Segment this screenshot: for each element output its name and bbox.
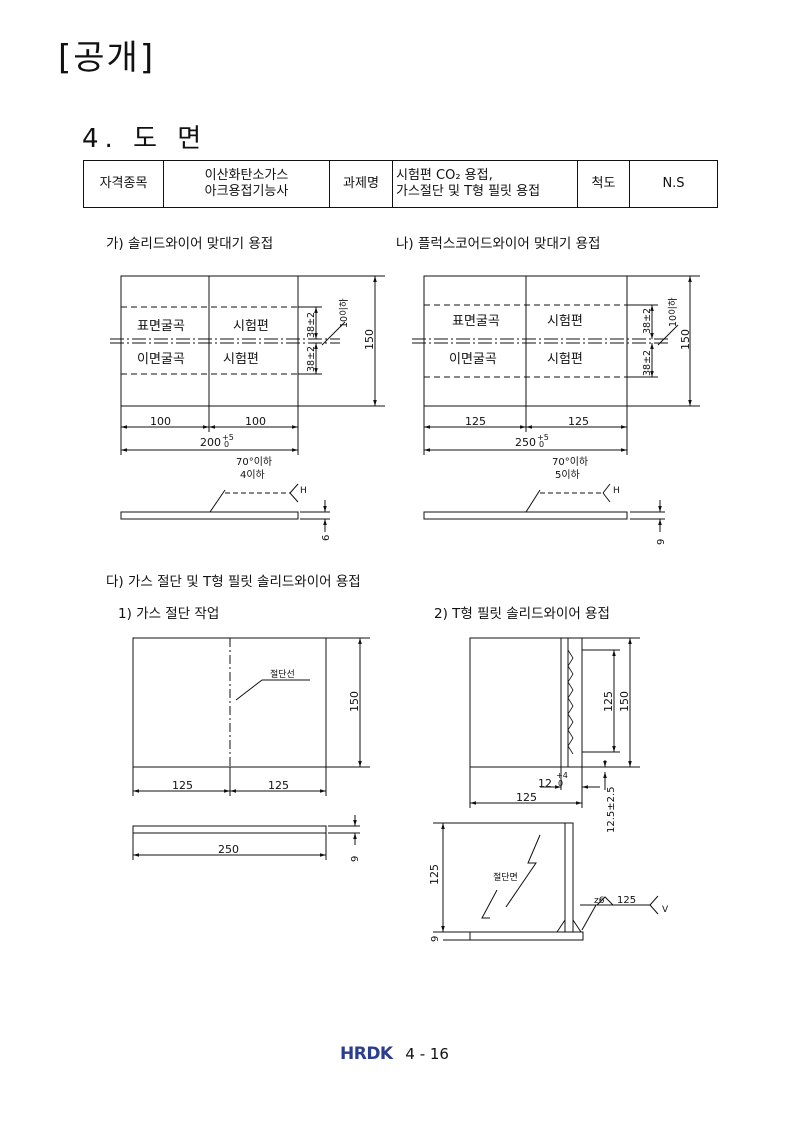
dim-fillet-12-5: 12.5±2.5 (606, 786, 617, 833)
dim-fillet-125-h: 125 (516, 791, 537, 804)
dim-cut-thk: 9 (350, 856, 361, 862)
task-value-line2: 가스절단 및 T형 필릿 용접 (396, 184, 541, 199)
dim-na-38-bot: 38±2 (642, 350, 653, 376)
web-plate-tee (564, 822, 574, 933)
public-label: [공개] (58, 38, 156, 78)
dim-cut-150: 150 (348, 691, 361, 712)
dim-na-root: 5이하 (555, 468, 580, 481)
dim-ga-weld-h: H (300, 486, 307, 496)
dim-fillet-12-lo: 0 (558, 779, 563, 788)
dim-ga-thk: 6 (321, 535, 332, 541)
dim-na-angle: 70°이하 (552, 455, 588, 468)
side-plate-cut (132, 825, 327, 834)
plate-fillet-top (469, 637, 569, 768)
dim-ga-38-bot: 38±2 (306, 346, 317, 372)
dim-na-125-right: 125 (568, 415, 589, 428)
section-title: 4. 도 면 (82, 124, 208, 154)
dim-cut-125-left: 125 (172, 779, 193, 792)
section-ga-title: 가) 솔리드와이어 맞대기 용접 (106, 236, 273, 252)
dim-ga-10: 10이하 (338, 298, 350, 328)
dim-na-125-left: 125 (465, 415, 486, 428)
dim-na-thk: 9 (656, 539, 667, 545)
section-da-title: 다) 가스 절단 및 T형 필릿 솔리드와이어 용접 (106, 574, 361, 590)
dim-na-tol-lo: 0 (539, 440, 544, 449)
hrdk-logo: HRDK (340, 1044, 393, 1064)
qual-label: 자격종목 (83, 160, 164, 208)
dim-ga-150: 150 (363, 329, 376, 350)
section-da1-title: 1) 가스 절단 작업 (118, 606, 219, 622)
qual-value-line1: 이산화탄소가스 (204, 168, 289, 183)
dim-na-150: 150 (679, 329, 692, 350)
label-surface-bend-ga: 표면굴곡 (137, 319, 185, 334)
dim-na-tol-up: +5 (537, 433, 549, 442)
task-value-line1: 시험편 CO₂ 용접, (396, 168, 493, 183)
label-specimen-na-1: 시험편 (547, 314, 583, 329)
drawing-da1 (132, 637, 370, 860)
task-value: 시험편 CO₂ 용접, 가스절단 및 T형 필릿 용접 (392, 160, 578, 208)
dim-ga-38-top: 38±2 (306, 312, 317, 338)
dim-ga-tol-lo: 0 (224, 440, 229, 449)
dim-ga-angle: 70°이하 (236, 455, 272, 468)
drawing-ga (110, 275, 385, 532)
label-specimen-na-2: 시험편 (547, 352, 583, 367)
drawing-na (412, 275, 700, 532)
dim-tee-weld-v: V (662, 905, 669, 915)
footer: HRDK 4 - 16 (340, 1044, 449, 1064)
dim-ga-tol-up: +5 (222, 433, 234, 442)
web-plate-top (560, 637, 583, 768)
dim-fillet-12-up: +4 (556, 771, 568, 780)
task-label: 과제명 (329, 160, 393, 208)
info-table: 자격종목 이산화탄소가스 아크용접기능사 과제명 시험편 CO₂ 용접, 가스절… (83, 160, 718, 208)
dim-na-38-top: 38±2 (642, 308, 653, 334)
dim-tee-125: 125 (428, 864, 441, 885)
label-cut-face: 절단면 (493, 871, 518, 883)
dim-tee-thk: 9 (430, 936, 441, 942)
qual-value-line2: 아크용접기능사 (204, 184, 289, 199)
dim-na-250: 250 (515, 436, 536, 449)
dim-na-weld-h: H (613, 486, 620, 496)
scale-label: 척도 (577, 160, 630, 208)
label-cut-line: 절단선 (270, 668, 295, 680)
label-back-bend-ga: 이면굴곡 (137, 352, 185, 367)
dim-fillet-12: 12 (538, 777, 552, 790)
side-plate-ga (120, 511, 299, 520)
section-na-title: 나) 플럭스코어드와이어 맞대기 용접 (396, 236, 600, 252)
label-specimen-ga-1: 시험편 (233, 319, 269, 334)
dim-na-10: 10이하 (667, 297, 679, 327)
dim-cut-250: 250 (218, 843, 239, 856)
side-plate-na (423, 511, 628, 520)
section-da2-title: 2) T형 필릿 솔리드와이어 용접 (434, 606, 610, 622)
label-surface-bend-na: 표면굴곡 (452, 314, 500, 329)
label-back-bend-na: 이면굴곡 (449, 352, 497, 367)
page-number: 4 - 16 (405, 1045, 449, 1063)
dim-tee-fillet: z6 (594, 896, 605, 906)
dim-fillet-150: 150 (618, 691, 631, 712)
dim-ga-100-right: 100 (245, 415, 266, 428)
dim-fillet-125-v: 125 (602, 691, 615, 712)
base-plate-tee (469, 931, 584, 941)
dim-ga-root: 4이하 (240, 468, 265, 481)
dim-tee-fillet-len: 125 (617, 895, 636, 906)
scale-value: N.S (629, 160, 718, 208)
label-specimen-ga-2: 시험편 (223, 352, 259, 367)
dim-ga-100-left: 100 (150, 415, 171, 428)
dim-cut-125-right: 125 (268, 779, 289, 792)
drawing-da2 (433, 637, 659, 941)
dim-ga-200: 200 (200, 436, 221, 449)
